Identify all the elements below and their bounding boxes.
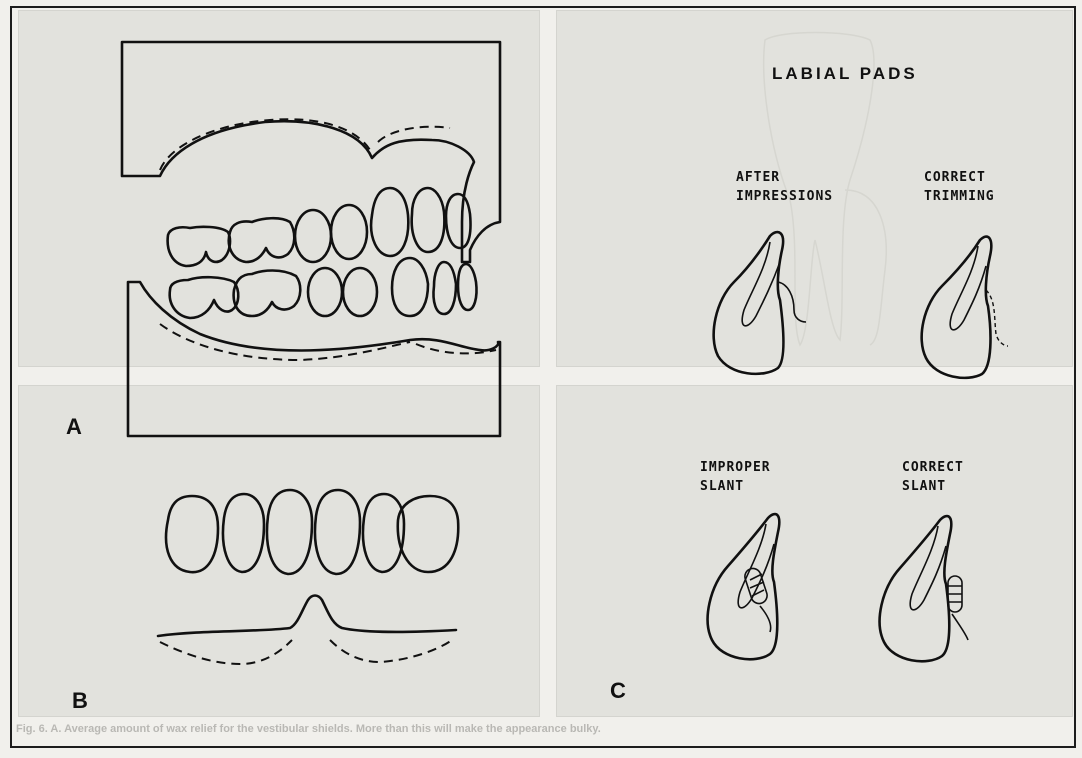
lower-teeth bbox=[168, 256, 478, 320]
panel-c-labial-pads bbox=[706, 230, 1009, 663]
panel-label-c: C bbox=[610, 678, 626, 703]
label-after-impressions: AFTER IMPRESSIONS bbox=[736, 168, 833, 206]
label-correct-slant: CORRECT SLANT bbox=[902, 458, 964, 496]
panel-label-b: B bbox=[72, 688, 88, 713]
label-improper-slant: IMPROPER SLANT bbox=[700, 458, 771, 496]
upper-relief-dashed-2 bbox=[377, 125, 451, 143]
ghost-tooth-outline bbox=[762, 31, 887, 347]
section-after-impressions bbox=[712, 230, 807, 376]
labial-pads-title: LABIAL PADS bbox=[772, 64, 918, 83]
labial-frenum-outline bbox=[156, 594, 458, 638]
label-correct-trim-line2: TRIMMING bbox=[924, 189, 995, 204]
panel-b-anterior-teeth bbox=[156, 488, 460, 666]
label-improper-line2: SLANT bbox=[700, 479, 745, 494]
section-improper-slant bbox=[706, 512, 781, 661]
label-correct-slant-line1: CORRECT bbox=[902, 460, 964, 475]
lower-relief-dashed-2 bbox=[415, 343, 497, 355]
label-correct-trimming: CORRECT TRIMMING bbox=[924, 168, 995, 206]
relief-dashed-right bbox=[329, 639, 453, 664]
panel-a-articulated-model bbox=[120, 40, 502, 438]
section-correct-trimming bbox=[920, 235, 1009, 380]
background-photo-bottom-right bbox=[556, 385, 1073, 717]
figure-border bbox=[10, 6, 1076, 748]
upper-relief-dashed bbox=[159, 118, 371, 171]
lower-relief-dashed bbox=[159, 323, 411, 362]
label-after-line1: AFTER bbox=[736, 170, 781, 185]
lower-cast-outline bbox=[126, 280, 502, 438]
section-correct-slant bbox=[878, 514, 969, 663]
figure-caption: Fig. 6. A. Average amount of wax relief … bbox=[16, 723, 601, 735]
panel-label-a: A bbox=[66, 414, 82, 439]
label-after-line2: IMPRESSIONS bbox=[736, 189, 834, 204]
label-improper-line1: IMPROPER bbox=[700, 460, 771, 475]
upper-cast-outline bbox=[120, 40, 502, 264]
upper-teeth bbox=[166, 186, 472, 268]
background-photo-bottom-left bbox=[18, 385, 540, 717]
relief-dashed-left bbox=[159, 639, 293, 666]
background-photo-top-right bbox=[556, 10, 1073, 367]
label-correct-trim-line1: CORRECT bbox=[924, 170, 986, 185]
label-correct-slant-line2: SLANT bbox=[902, 479, 947, 494]
